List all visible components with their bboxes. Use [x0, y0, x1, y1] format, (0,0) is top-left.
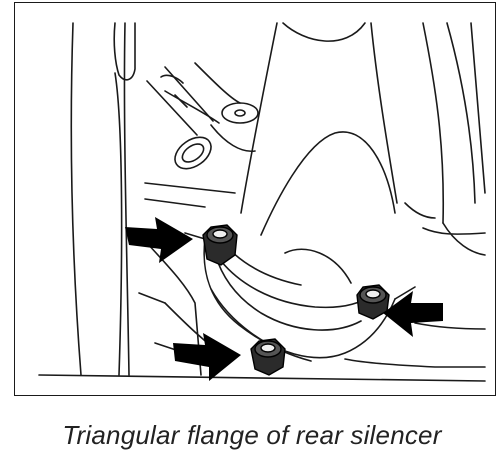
lower-nut: [250, 338, 286, 376]
arrow-to-upper-left-nut: [125, 217, 193, 263]
left-frame-member: [70, 22, 136, 376]
arrow-to-lower-nut: [173, 333, 241, 381]
upper-left-nut: [202, 224, 238, 266]
arrow-to-right-nut: [383, 291, 443, 337]
figure-caption: Triangular flange of rear silencer: [62, 420, 442, 450]
right-nut: [356, 284, 390, 320]
lower-housing: [38, 182, 486, 382]
exhaust-pipe: [240, 22, 398, 284]
hose-connector: [146, 66, 220, 170]
silencer-flange-illustration: [38, 22, 486, 382]
right-frame-member: [404, 22, 486, 256]
diagram-frame: [14, 2, 496, 396]
